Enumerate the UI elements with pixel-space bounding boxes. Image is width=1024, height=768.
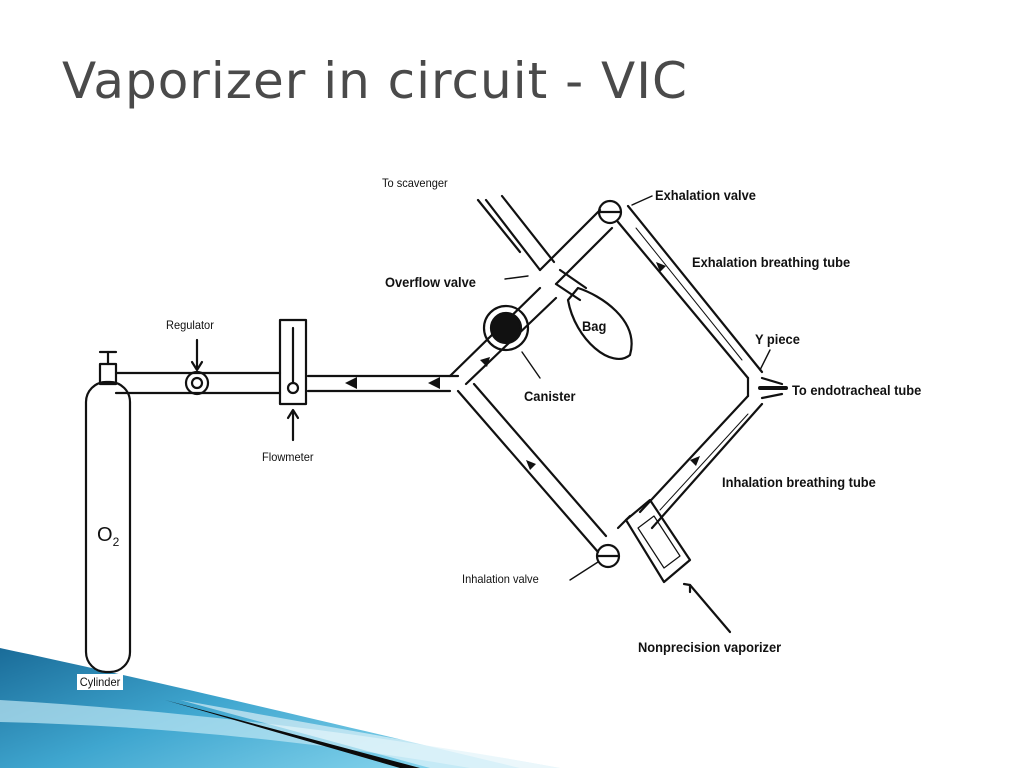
flowmeter-icon [278,318,308,442]
vaporizer-icon [616,498,732,634]
label-bag: Bag [582,318,607,334]
label-flowmeter: Flowmeter [262,450,314,464]
label-regulator: Regulator [166,318,214,332]
exhalation-breathing-tube [616,204,764,380]
label-exhalation-breathing-tube: Exhalation breathing tube [692,254,851,270]
label-to-scavenger: To scavenger [382,176,448,190]
label-canister: Canister [524,388,576,404]
label-o2: O2 [97,524,120,549]
y-piece-icon [746,376,788,400]
inspiratory-limb [456,382,608,554]
inhalation-valve-icon [595,543,621,569]
label-nonprecision-vaporizer: Nonprecision vaporizer [638,639,782,655]
exhalation-valve-icon [597,199,623,225]
label-exhalation-valve: Exhalation valve [655,187,756,203]
slide-title: Vaporizer in circuit - VIC [62,52,688,110]
inhalation-breathing-tube [638,394,764,530]
label-overflow-valve: Overflow valve [385,274,476,290]
gas-supply-tube [114,371,460,395]
canister-icon [482,304,530,352]
label-inhalation-valve: Inhalation valve [462,572,539,586]
label-inhalation-breathing-tube: Inhalation breathing tube [722,474,876,490]
reservoir-bag-icon [566,286,633,361]
label-y-piece: Y piece [755,331,800,347]
oxygen-cylinder-icon [84,350,132,674]
label-cylinder: Cylinder [77,674,124,690]
expiratory-limb [448,194,614,386]
regulator-icon [184,338,210,396]
label-to-endotracheal-tube: To endotracheal tube [792,382,922,398]
